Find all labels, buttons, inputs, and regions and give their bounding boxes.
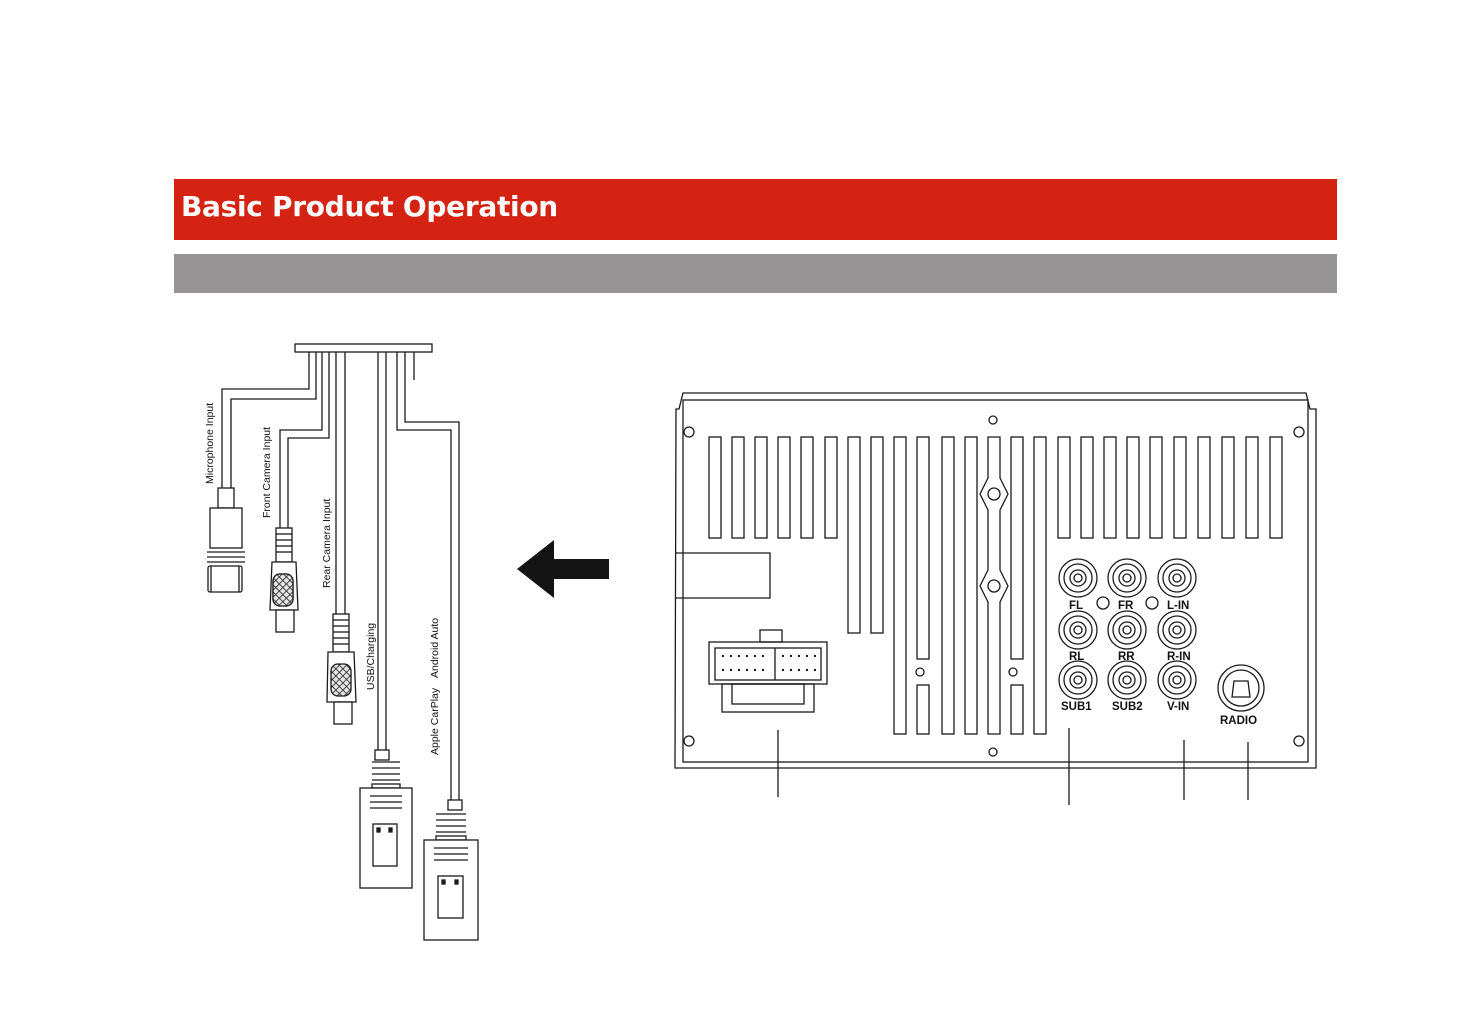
front-camera-connector: [270, 528, 298, 632]
label-radio: RADIO: [1220, 715, 1257, 727]
rear-panel: [675, 393, 1316, 805]
label-microphone-input: Microphone Input: [204, 403, 216, 484]
label-sub2: SUB2: [1112, 701, 1143, 713]
label-r-in: R-IN: [1167, 651, 1191, 663]
rear-camera-connector: [327, 614, 356, 724]
label-android-auto: Android Auto: [429, 618, 441, 678]
cable-harness: [222, 344, 459, 800]
label-l-in: L-IN: [1167, 600, 1189, 612]
label-rear-camera-input: Rear Camera Input: [321, 499, 333, 588]
android-carplay-connector: [424, 800, 478, 940]
microphone-connector: [207, 488, 245, 592]
label-sub1: SUB1: [1061, 701, 1092, 713]
label-v-in: V-IN: [1167, 701, 1189, 713]
label-apple-carplay: Apple CarPlay: [429, 687, 441, 755]
left-arrow-icon: [517, 540, 609, 598]
label-front-camera-input: Front Camera Input: [261, 427, 273, 518]
label-rr: RR: [1118, 651, 1135, 663]
label-usb-charging: USB/Charging: [365, 623, 377, 690]
label-rl: RL: [1069, 651, 1084, 663]
usb-charging-connector: [360, 750, 412, 888]
label-fl: FL: [1069, 600, 1083, 612]
label-fr: FR: [1118, 600, 1134, 612]
